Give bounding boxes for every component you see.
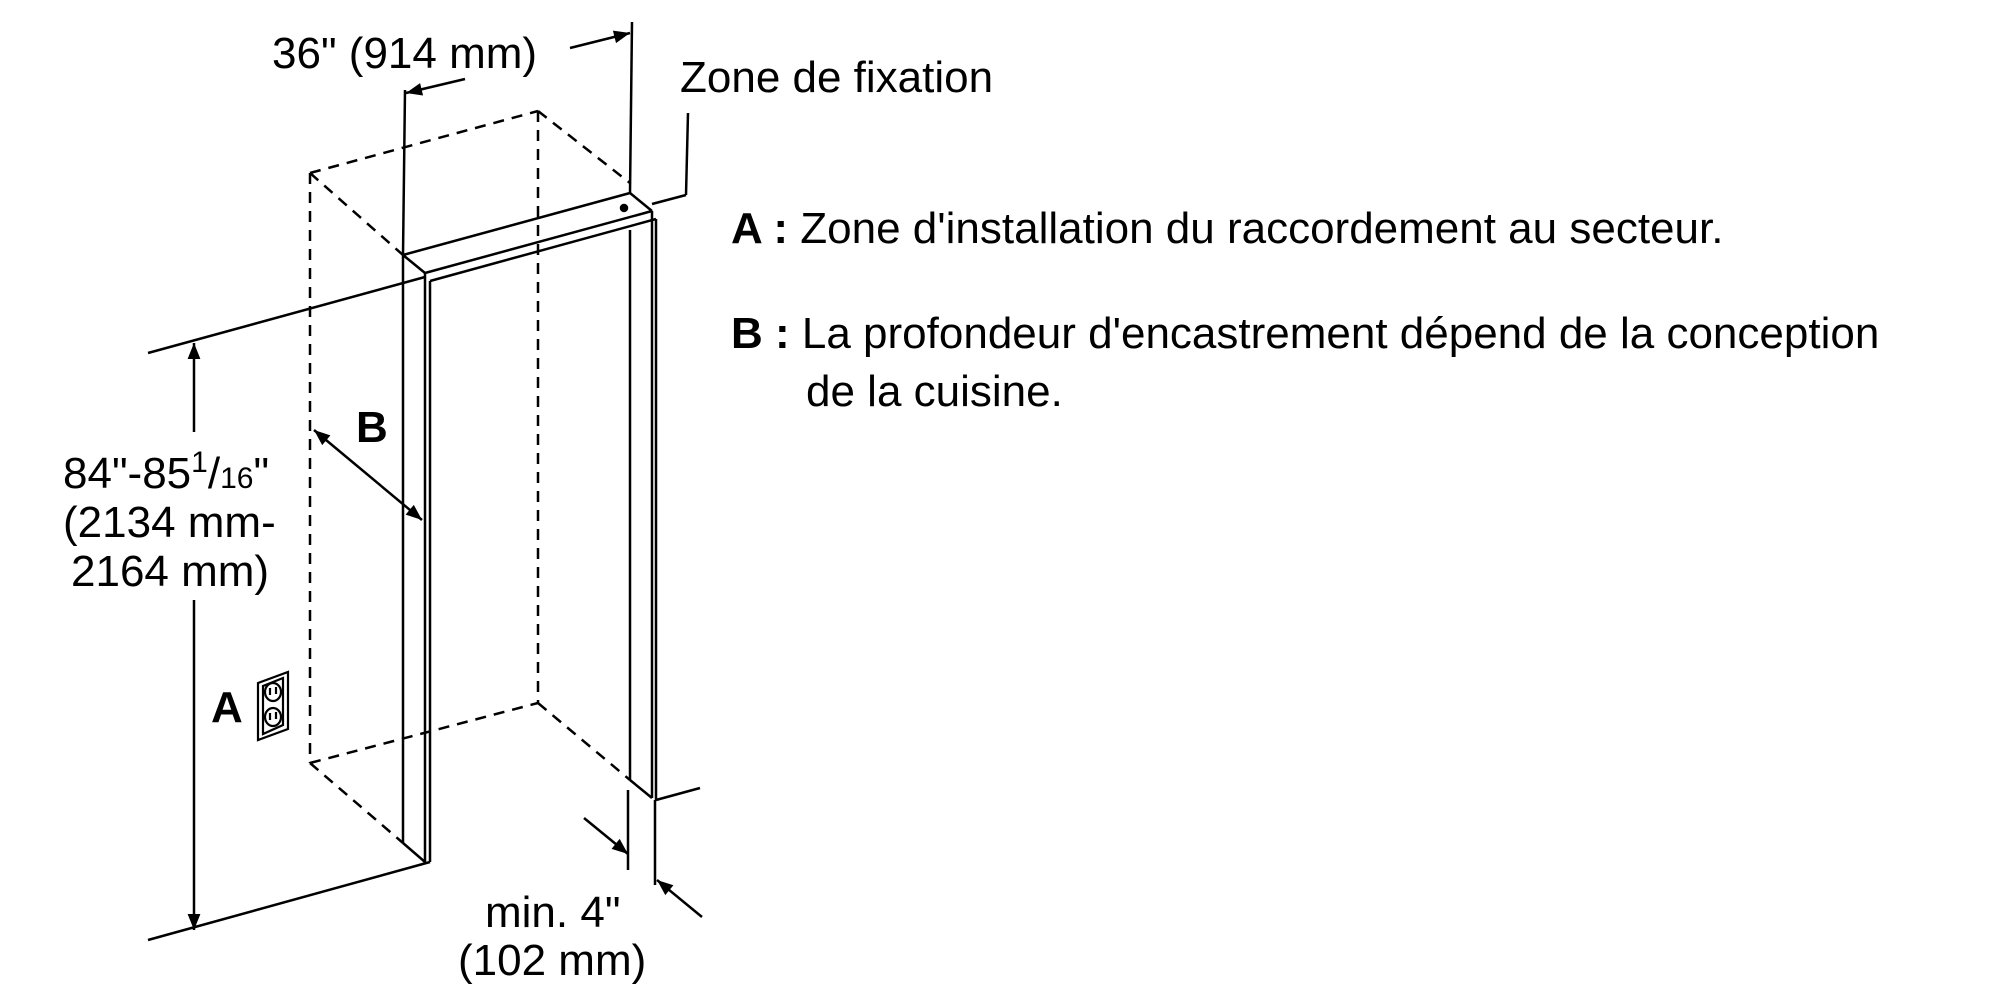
height-label-line1: 84"-851/16": [63, 446, 269, 498]
marker-a: A: [211, 683, 243, 732]
legend-item-a: A : Zone d'installation du raccordement …: [731, 200, 1723, 258]
height-label-line3: 2164 mm): [71, 547, 269, 596]
width-label: 36" (914 mm): [272, 29, 537, 78]
legend-key-b: B :: [731, 309, 790, 358]
height-label-line2: (2134 mm-: [63, 498, 276, 547]
gap-label-line1: min. 4": [485, 888, 620, 937]
outlet-icon: [256, 670, 290, 742]
legend-text-b-line1: La profondeur d'encastrement dépend de l…: [801, 309, 1880, 358]
legend-item-b: B : La profondeur d'encastrement dépend …: [731, 305, 1879, 421]
marker-b: B: [356, 403, 388, 452]
legend-text-b-line2: de la cuisine.: [806, 367, 1063, 416]
gap-label-line2: (102 mm): [458, 936, 646, 985]
front-frame: [401, 191, 658, 863]
dimension-arrows: [187, 30, 703, 930]
niche-outline-dashed: [308, 109, 631, 844]
legend-key-a: A :: [731, 204, 789, 253]
fixing-zone-label: Zone de fixation: [680, 53, 993, 102]
reference-lines: [147, 21, 701, 942]
legend-text-a: Zone d'installation du raccordement au s…: [800, 204, 1724, 253]
